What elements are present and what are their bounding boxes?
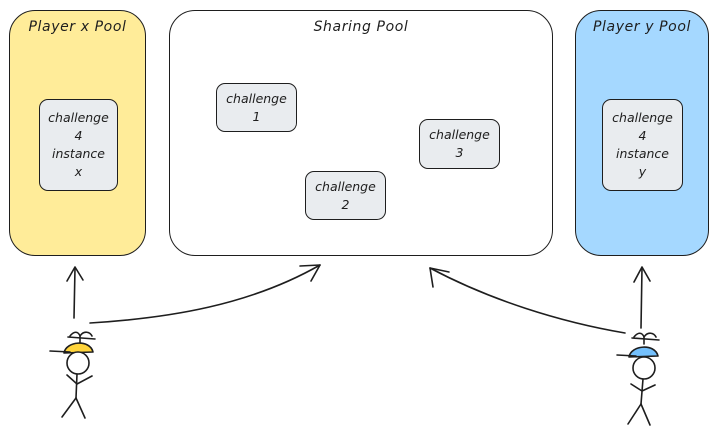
- card-line: instance: [616, 146, 669, 161]
- player-x-pool-title: Player x Pool: [28, 19, 127, 35]
- card-line: x: [74, 164, 83, 179]
- card-line: 2: [341, 196, 350, 212]
- arrow-to-player-x-pool: [66, 266, 84, 319]
- card-line: 4: [74, 128, 83, 143]
- card-line: challenge: [612, 110, 673, 125]
- sharing-pool: Sharing Pool challenge 1 challenge 2 cha…: [169, 10, 553, 256]
- card-line: challenge: [315, 178, 376, 194]
- card-line: y: [638, 164, 647, 179]
- player-x-figure-icon: [49, 331, 96, 419]
- challenge-1-card: challenge 1: [216, 83, 297, 132]
- player-y-figure-icon: [616, 332, 660, 426]
- card-line: 4: [638, 128, 647, 143]
- card-line: challenge: [226, 90, 287, 106]
- card-line: instance: [52, 146, 105, 161]
- player-y-pool-title: Player y Pool: [592, 19, 691, 35]
- arrow-x-to-sharing-pool: [89, 264, 321, 324]
- card-line: 1: [252, 108, 261, 124]
- player-x-pool: Player x Pool challenge 4 instance x: [9, 10, 146, 256]
- arrow-to-player-y-pool: [633, 266, 651, 329]
- player-y-pool: Player y Pool challenge 4 instance y: [575, 10, 709, 256]
- challenge-2-card: challenge 2: [305, 171, 386, 220]
- sharing-pool-title: Sharing Pool: [313, 19, 409, 35]
- card-line: challenge: [48, 110, 109, 125]
- challenge-4-instance-x-card: challenge 4 instance x: [39, 99, 118, 191]
- card-line: challenge: [429, 127, 490, 142]
- card-line: 3: [455, 145, 464, 160]
- challenge-3-card: challenge 3: [419, 119, 500, 169]
- challenge-4-instance-y-card: challenge 4 instance y: [602, 99, 683, 191]
- arrow-y-to-sharing-pool: [429, 267, 626, 334]
